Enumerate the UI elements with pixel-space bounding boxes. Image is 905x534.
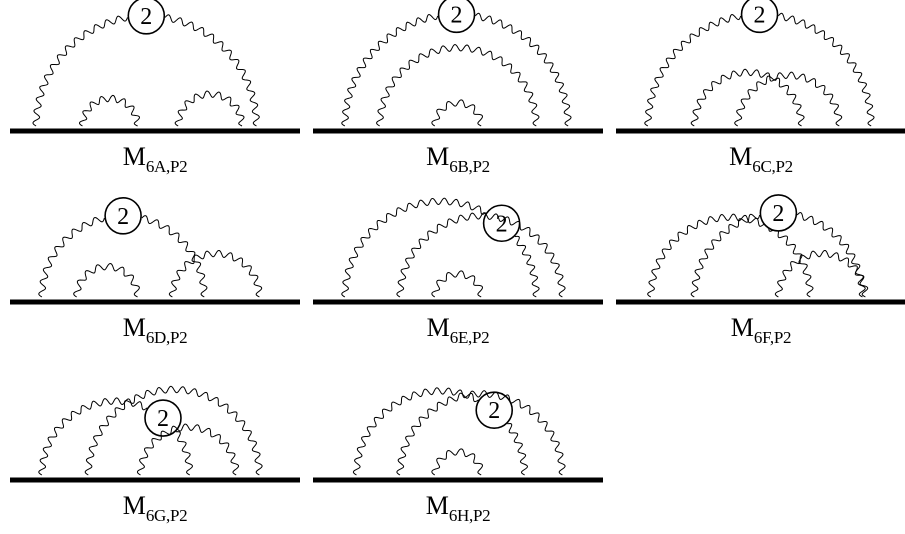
diagram-6h: 2 (313, 387, 603, 483)
diagram-6d: 2 (10, 197, 300, 305)
label-subscript: 6A,P2 (145, 157, 188, 176)
diagram-label-6d: M6D,P2 (55, 313, 255, 347)
photon-line (431, 270, 484, 298)
photon-line (174, 90, 245, 127)
diagram-label-6a: M6A,P2 (55, 142, 255, 176)
photon-line (514, 235, 540, 298)
insertion-label: 2 (488, 398, 500, 424)
insertion-label: 2 (754, 2, 766, 28)
photon-line (164, 14, 260, 127)
photon-line (341, 197, 487, 298)
photon-line (431, 99, 484, 127)
label-subscript: 6G,P2 (145, 506, 188, 525)
diagram-6c: 2 (616, 0, 905, 134)
label-main: M (730, 313, 754, 342)
insertion-circle (127, 0, 166, 35)
photon-line (774, 249, 869, 298)
photon-line (376, 44, 540, 127)
photon-line (38, 216, 105, 298)
diagram-6a: 2 (10, 0, 300, 134)
diagram-label-6b: M6B,P2 (358, 142, 558, 176)
photon-line (796, 212, 866, 298)
photon-line (38, 397, 148, 476)
diagram-label-6c: M6C,P2 (661, 142, 861, 176)
photon-line (396, 390, 566, 476)
label-subscript: 6H,P2 (448, 506, 491, 525)
label-subscript: 6C,P2 (752, 157, 793, 176)
label-main: M (122, 491, 146, 520)
label-main: M (122, 313, 146, 342)
insertion-label: 2 (451, 2, 463, 28)
photon-line (647, 213, 814, 298)
photon-line (474, 12, 572, 127)
insertion-circle (437, 0, 476, 34)
photon-line (644, 14, 742, 127)
insertion-label: 2 (772, 201, 784, 227)
photon-line (175, 431, 193, 476)
label-main: M (729, 142, 753, 171)
photon-line (168, 249, 263, 298)
insertion-label: 2 (157, 406, 169, 432)
insertion-circle (759, 194, 798, 232)
insertion-circle (740, 0, 779, 34)
photon-line (777, 12, 875, 127)
diagram-6f: 2 (616, 194, 905, 305)
diagram-6e: 2 (313, 197, 603, 305)
label-subscript: 6E,P2 (449, 328, 490, 347)
photon-line (73, 263, 140, 298)
diagram-6g: 2 (10, 385, 300, 483)
label-main: M (426, 142, 450, 171)
photon-line (141, 215, 208, 298)
photon-line (690, 213, 761, 298)
label-main: M (426, 313, 450, 342)
photon-line (84, 385, 263, 476)
photon-line (136, 423, 240, 476)
label-subscript: 6F,P2 (753, 328, 792, 347)
diagram-label-6g: M6G,P2 (55, 491, 255, 525)
label-subscript: 6B,P2 (449, 157, 490, 176)
insertion-label: 2 (140, 4, 152, 30)
photon-line (78, 94, 141, 127)
diagram-label-6h: M6H,P2 (358, 491, 558, 525)
photon-line (341, 14, 439, 127)
insertion-label: 2 (117, 204, 129, 230)
diagram-label-6e: M6E,P2 (358, 313, 558, 347)
photon-line (734, 71, 843, 127)
insertion-circle (475, 391, 514, 429)
diagram-label-6f: M6F,P2 (661, 313, 861, 347)
label-main: M (122, 142, 146, 171)
label-subscript: 6D,P2 (145, 328, 188, 347)
photon-line (396, 212, 566, 298)
photon-line (352, 387, 479, 476)
photon-line (431, 448, 484, 476)
photon-line (507, 423, 528, 476)
diagram-6b: 2 (313, 0, 603, 134)
insertion-circle (104, 197, 142, 235)
photon-line (690, 68, 805, 127)
photon-line (32, 15, 128, 127)
label-main: M (425, 491, 449, 520)
